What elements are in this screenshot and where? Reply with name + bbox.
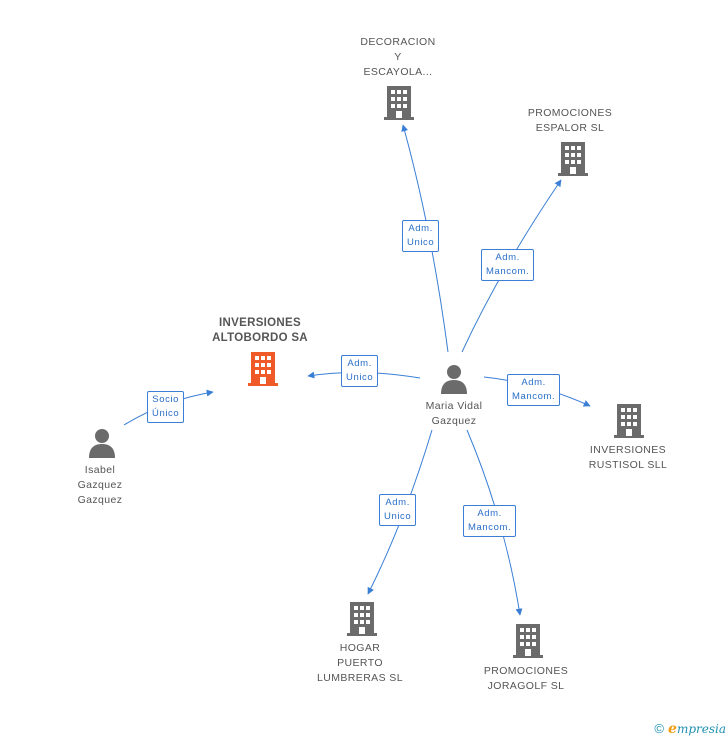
- footer-brand: ©empresia: [654, 721, 726, 737]
- edge-label-maria-rustisol: Adm.Mancom.: [507, 374, 561, 406]
- edge-label-maria-decoracion: Adm.Unico: [402, 220, 440, 252]
- brand-logo-initial: e: [668, 721, 677, 737]
- edge-label-maria-hogar: Adm.Unico: [379, 494, 417, 526]
- building-icon[interactable]: [347, 602, 377, 636]
- edge-label-maria-joragolf: Adm.Mancom.: [463, 505, 517, 537]
- building-icon[interactable]: [513, 624, 543, 658]
- building-icon[interactable]: [384, 86, 414, 120]
- edge-label-maria-espalor: Adm.Mancom.: [481, 249, 535, 281]
- building-main-icon[interactable]: [248, 352, 278, 386]
- person-icon[interactable]: [88, 428, 116, 458]
- brand-name: mpresia: [676, 722, 726, 736]
- building-icon[interactable]: [614, 404, 644, 438]
- copyright-symbol: ©: [654, 721, 665, 736]
- building-icon[interactable]: [558, 142, 588, 176]
- person-icon[interactable]: [440, 364, 468, 394]
- edge-label-maria-altobordo: Adm.Unico: [341, 355, 379, 387]
